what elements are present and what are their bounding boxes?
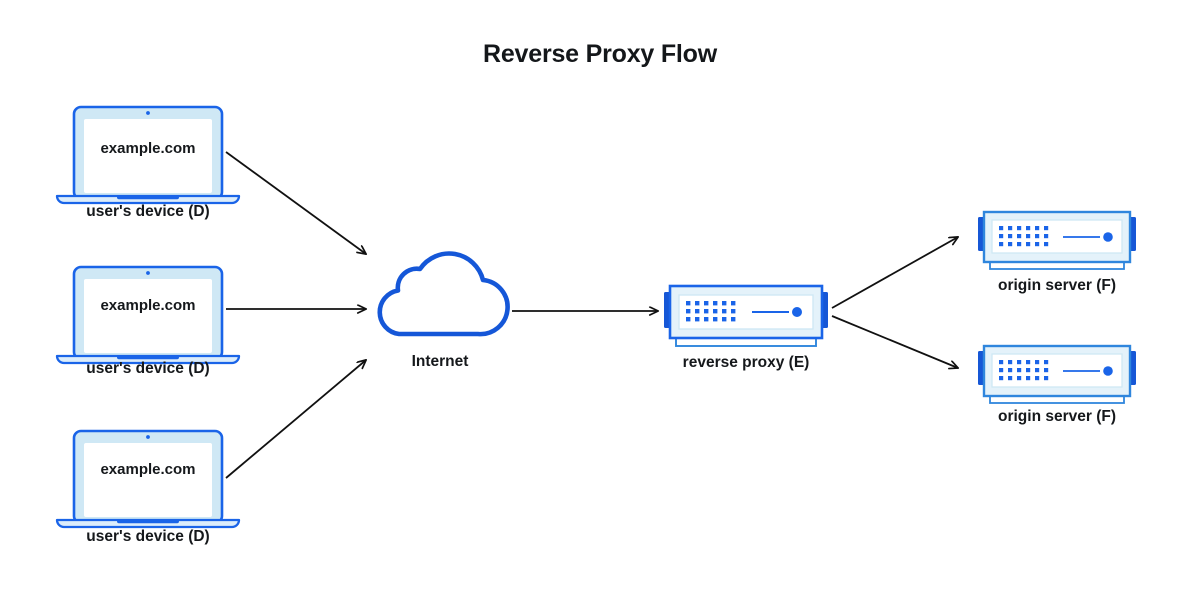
cloud-label-internet: Internet bbox=[411, 353, 469, 370]
laptop-screen-text-3: example.com bbox=[100, 461, 196, 478]
laptop-icon-1[interactable] bbox=[55, 105, 241, 205]
arrow-icon-laptop3-to-internet bbox=[225, 360, 366, 479]
laptop-label-1: user's device (D) bbox=[86, 203, 210, 220]
laptop-icon-2[interactable] bbox=[55, 265, 241, 365]
node-laptop-3[interactable] bbox=[57, 428, 242, 530]
server-dot-matrix bbox=[686, 301, 736, 322]
laptop-label-3: user's device (D) bbox=[86, 528, 210, 545]
cloud-icon[interactable] bbox=[377, 251, 510, 337]
server-icon-origin-2[interactable] bbox=[978, 344, 1136, 404]
origin-server-label-2: origin server (F) bbox=[998, 408, 1116, 425]
origin-server-label-1: origin server (F) bbox=[998, 277, 1116, 294]
node-origin-server-1[interactable] bbox=[978, 210, 1138, 270]
server-dot-matrix bbox=[999, 360, 1049, 381]
arrow-icon-proxy-to-origin1 bbox=[831, 237, 958, 309]
server-icon-reverse-proxy[interactable] bbox=[664, 284, 828, 347]
node-origin-server-2[interactable] bbox=[978, 344, 1138, 404]
server-icon-origin-1[interactable] bbox=[978, 210, 1136, 270]
laptop-screen-text-1: example.com bbox=[100, 140, 196, 157]
laptop-icon-3[interactable] bbox=[55, 429, 241, 529]
arrow-icon-proxy-to-origin2 bbox=[831, 315, 958, 368]
node-reverse-proxy[interactable] bbox=[664, 285, 829, 347]
reverse-proxy-label: reverse proxy (E) bbox=[682, 354, 810, 371]
node-internet-cloud[interactable] bbox=[378, 266, 506, 338]
server-dot-matrix bbox=[999, 226, 1049, 247]
arrow-icon-laptop1-to-internet bbox=[225, 151, 366, 254]
node-laptop-1[interactable] bbox=[57, 104, 242, 206]
laptop-label-2: user's device (D) bbox=[86, 360, 210, 377]
page-title: Reverse Proxy Flow bbox=[482, 40, 717, 68]
laptop-screen-text-2: example.com bbox=[100, 297, 196, 314]
node-laptop-2[interactable] bbox=[57, 264, 242, 366]
